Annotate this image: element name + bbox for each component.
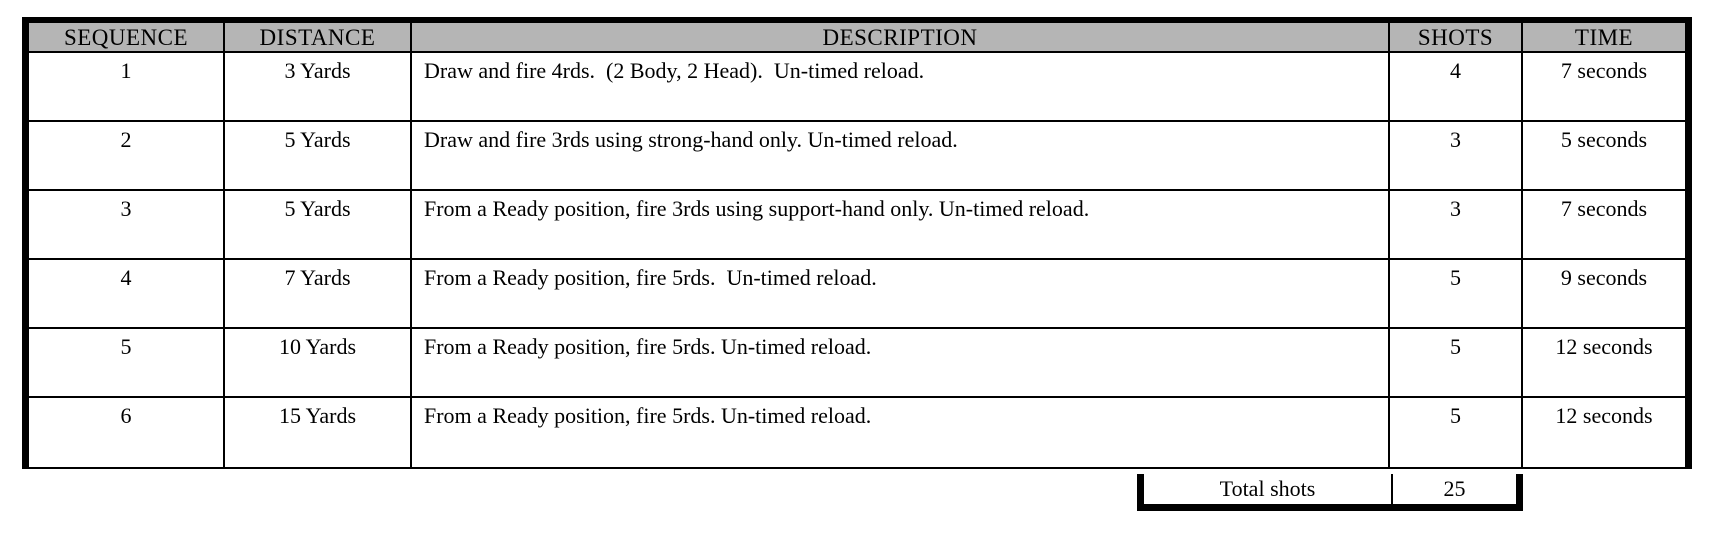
table-row: 6 15 Yards From a Ready position, fire 5… (29, 398, 1685, 467)
time-cell: 7 seconds (1523, 191, 1685, 260)
header-sequence: SEQUENCE (29, 23, 225, 53)
total-shots-value: 25 (1391, 474, 1516, 504)
time-cell: 12 seconds (1523, 329, 1685, 398)
description-cell: From a Ready position, fire 3rds using s… (412, 191, 1390, 260)
distance-cell: 5 Yards (225, 191, 412, 260)
shots-cell: 4 (1390, 53, 1523, 122)
sequence-cell: 6 (29, 398, 225, 467)
description-cell: Draw and fire 4rds. (2 Body, 2 Head). Un… (412, 53, 1390, 122)
course-of-fire-table: SEQUENCE DISTANCE DESCRIPTION SHOTS TIME… (22, 17, 1692, 469)
distance-cell: 3 Yards (225, 53, 412, 122)
header-time: TIME (1523, 23, 1685, 53)
sequence-cell: 1 (29, 53, 225, 122)
time-cell: 7 seconds (1523, 53, 1685, 122)
sequence-cell: 4 (29, 260, 225, 329)
table-row: 4 7 Yards From a Ready position, fire 5r… (29, 260, 1685, 329)
table-row: 5 10 Yards From a Ready position, fire 5… (29, 329, 1685, 398)
shots-cell: 3 (1390, 122, 1523, 191)
distance-cell: 7 Yards (225, 260, 412, 329)
total-shots-row: Total shots 25 (1137, 474, 1523, 511)
time-cell: 9 seconds (1523, 260, 1685, 329)
table-row: 2 5 Yards Draw and fire 3rds using stron… (29, 122, 1685, 191)
header-distance: DISTANCE (225, 23, 412, 53)
sequence-cell: 5 (29, 329, 225, 398)
header-description: DESCRIPTION (412, 23, 1390, 53)
description-cell: From a Ready position, fire 5rds. Un-tim… (412, 398, 1390, 467)
shots-cell: 3 (1390, 191, 1523, 260)
table-row: 3 5 Yards From a Ready position, fire 3r… (29, 191, 1685, 260)
table-header-row: SEQUENCE DISTANCE DESCRIPTION SHOTS TIME (29, 23, 1685, 53)
shots-cell: 5 (1390, 398, 1523, 467)
distance-cell: 5 Yards (225, 122, 412, 191)
description-cell: From a Ready position, fire 5rds. Un-tim… (412, 329, 1390, 398)
sequence-cell: 2 (29, 122, 225, 191)
time-cell: 5 seconds (1523, 122, 1685, 191)
shots-cell: 5 (1390, 329, 1523, 398)
shots-cell: 5 (1390, 260, 1523, 329)
total-shots-label: Total shots (1219, 476, 1316, 501)
time-cell: 12 seconds (1555, 403, 1653, 428)
description-cell: Draw and fire 3rds using strong-hand onl… (412, 122, 1390, 191)
description-cell: From a Ready position, fire 5rds. Un-tim… (412, 260, 1390, 329)
distance-cell: 10 Yards (225, 329, 412, 398)
distance-cell: 15 Yards (225, 398, 412, 467)
table-row: 1 3 Yards Draw and fire 4rds. (2 Body, 2… (29, 53, 1685, 122)
sequence-cell: 3 (29, 191, 225, 260)
header-shots: SHOTS (1390, 23, 1523, 53)
